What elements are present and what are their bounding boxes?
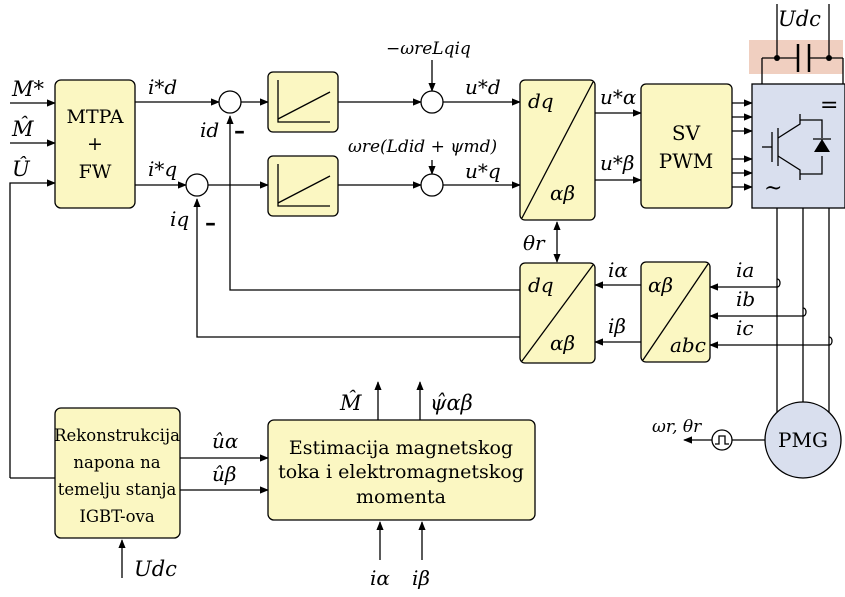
id-feedback-line <box>226 115 520 291</box>
inverter-dc-symbol: = <box>820 93 838 118</box>
pi-q-ramp <box>277 175 331 204</box>
reconstruction-line-2: napona na <box>73 453 160 472</box>
minus-sign-q: – <box>205 210 216 236</box>
ia-label: ia <box>736 258 754 282</box>
iq-feedback-line <box>193 198 520 338</box>
m-hat-output-label: M̂ <box>339 391 362 415</box>
mtpa-fw-block <box>54 79 136 209</box>
ab-to-dq-bottom-label: αβ <box>550 331 575 355</box>
u-alpha-hat-label: ûα <box>212 429 239 453</box>
igbt-icon <box>762 114 831 180</box>
ab-to-dq-divider <box>521 264 594 362</box>
encoder-pulse-icon <box>715 435 729 445</box>
dc-voltage-top-label: Udc <box>778 7 821 31</box>
decoupling-sum-q <box>420 173 444 197</box>
dc-node-right <box>826 55 832 61</box>
svpwm-block <box>640 83 733 209</box>
ud-ref-label: u*d <box>465 75 501 99</box>
ia-measurement-line <box>709 278 781 291</box>
pmg-label: PMG <box>778 428 828 452</box>
pi-d-axes <box>277 80 330 123</box>
sum-junction-q <box>185 173 209 197</box>
ubeta-ref-label: u*β <box>600 151 634 175</box>
uq-ref-label: u*q <box>465 159 501 183</box>
ib-label: ib <box>736 287 755 311</box>
voltage-est-label: Û <box>12 156 31 181</box>
iq-feedback-label: iq <box>170 207 189 231</box>
inverter-ac-symbol: ~ <box>764 176 782 201</box>
theta-r-label: θr <box>523 231 546 255</box>
reconstruction-line-1: Rekonstrukcija <box>54 426 180 445</box>
decoupling-sum-d <box>420 90 444 114</box>
dc-voltage-bottom-label: Udc <box>134 557 177 581</box>
estimation-line-2: toka i elektromagnetskog <box>278 461 524 483</box>
mtpa-line-1: MTPA <box>67 106 124 128</box>
inverter-block <box>751 83 845 209</box>
psi-hat-output-label: ψ̂αβ <box>430 391 473 415</box>
id-ref-label: i*d <box>148 75 177 99</box>
voltage-est-feedback-line <box>9 179 56 478</box>
ic-measurement-line <box>709 336 833 349</box>
speed-angle-label: ωr, θr <box>652 417 702 437</box>
reconstruction-line-4: IGBT-ova <box>79 507 155 526</box>
dq-to-ab-top-label: dq <box>528 89 554 113</box>
gate-signal-arrows <box>732 99 753 191</box>
sum-junction-d <box>218 90 242 114</box>
i-beta-label: iβ <box>608 314 626 338</box>
voltage-reconstruction-block <box>54 407 181 539</box>
u-beta-hat-label: ûβ <box>212 462 236 486</box>
ab-from-abc-divider <box>642 263 709 361</box>
ab-from-abc-bottom-label: abc <box>670 333 706 357</box>
dq-to-ab-divider <box>521 81 594 219</box>
mtpa-line-2: + <box>87 133 103 155</box>
torque-ref-label: M* <box>11 77 45 101</box>
decoupling-q-label: ωre(Ldid + ψmd) <box>348 137 497 157</box>
pi-d-ramp <box>277 91 331 120</box>
dc-node-left <box>774 55 780 61</box>
input-labels: M* M̂ Û <box>11 77 45 181</box>
iq-ref-label: i*q <box>148 157 177 181</box>
i-alpha-label: iα <box>608 258 628 282</box>
minus-sign-d: – <box>234 118 245 144</box>
ic-label: ic <box>736 316 754 340</box>
est-i-beta-label: iβ <box>412 566 430 590</box>
mtpa-line-3: FW <box>79 161 112 183</box>
svpwm-line-2: PWM <box>659 149 714 173</box>
est-i-alpha-label: iα <box>370 566 390 590</box>
reconstruction-line-3: temelju stanja <box>58 480 177 499</box>
decoupling-d-label: −ωreLqiq <box>386 39 471 59</box>
flux-torque-estimation-block <box>267 419 536 521</box>
dq-to-ab-bottom-label: αβ <box>550 181 575 205</box>
encoder-icon <box>711 429 733 451</box>
svpwm-line-1: SV <box>672 121 701 145</box>
pi-controller-q <box>267 155 339 217</box>
ib-measurement-line <box>709 307 807 320</box>
pi-q-axes <box>277 164 330 207</box>
ab-to-dq-top-label: dq <box>528 273 554 297</box>
ab-from-abc-top-label: αβ <box>648 273 673 297</box>
torque-est-label: M̂ <box>11 117 34 141</box>
estimation-line-3: momenta <box>356 486 446 508</box>
estimation-line-1: Estimacija magnetskog <box>289 437 513 459</box>
ualpha-ref-label: u*α <box>600 85 637 109</box>
id-feedback-label: id <box>200 118 219 142</box>
